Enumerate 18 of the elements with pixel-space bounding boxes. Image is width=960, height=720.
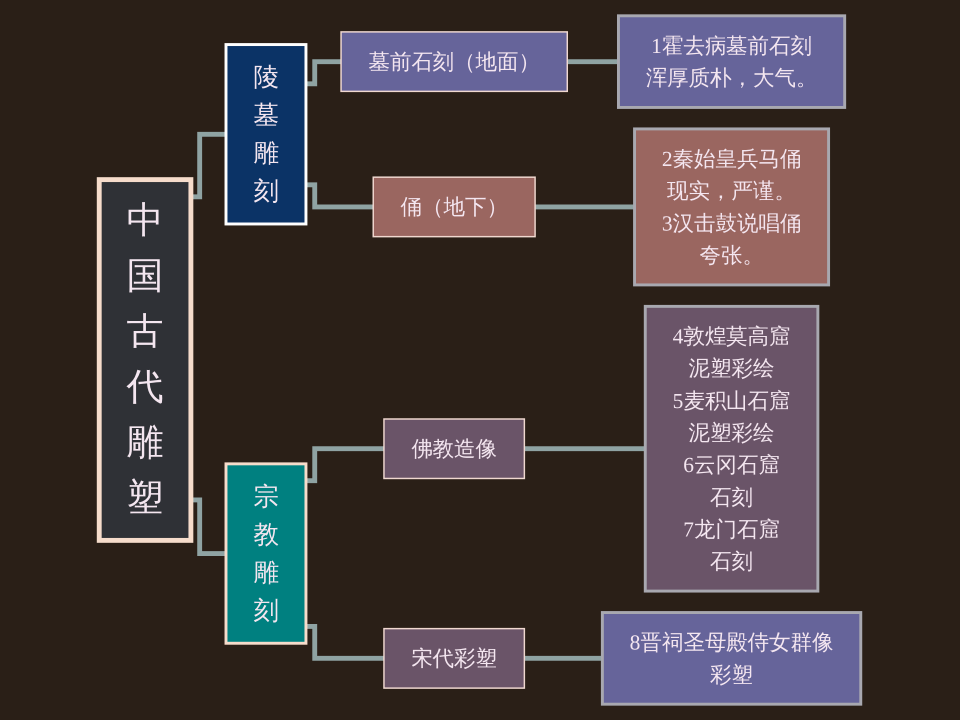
connector — [306, 624, 384, 661]
connector — [535, 204, 635, 210]
connector — [306, 59, 342, 86]
node-box: 宗教雕刻 — [224, 462, 308, 645]
node-box: 4敦煌莫高窟 泥塑彩绘 5麦积山石窟 泥塑彩绘 6云冈石窟 石刻 7龙门石窟 石刻 — [644, 304, 820, 593]
node-box: 墓前石刻（地面） — [340, 31, 568, 92]
connector — [567, 59, 618, 64]
connector — [306, 446, 384, 484]
connector — [524, 446, 646, 452]
node-box: 8晋祠圣母殿侍女群像 彩塑 — [600, 611, 862, 706]
node-box: 陵墓雕刻 — [224, 43, 308, 226]
node-box: 2秦始皇兵马俑 现实，严谨。 3汉击鼓说唱俑 夸张。 — [633, 127, 830, 286]
connector — [524, 656, 602, 661]
node-box: 宋代彩塑 — [383, 628, 526, 689]
node-box: 1霍去病墓前石刻 浑厚质朴，大气。 — [617, 14, 846, 109]
node-box: 佛教造像 — [383, 418, 526, 480]
connector — [306, 182, 374, 210]
node-box: 俑（地下） — [372, 176, 536, 238]
